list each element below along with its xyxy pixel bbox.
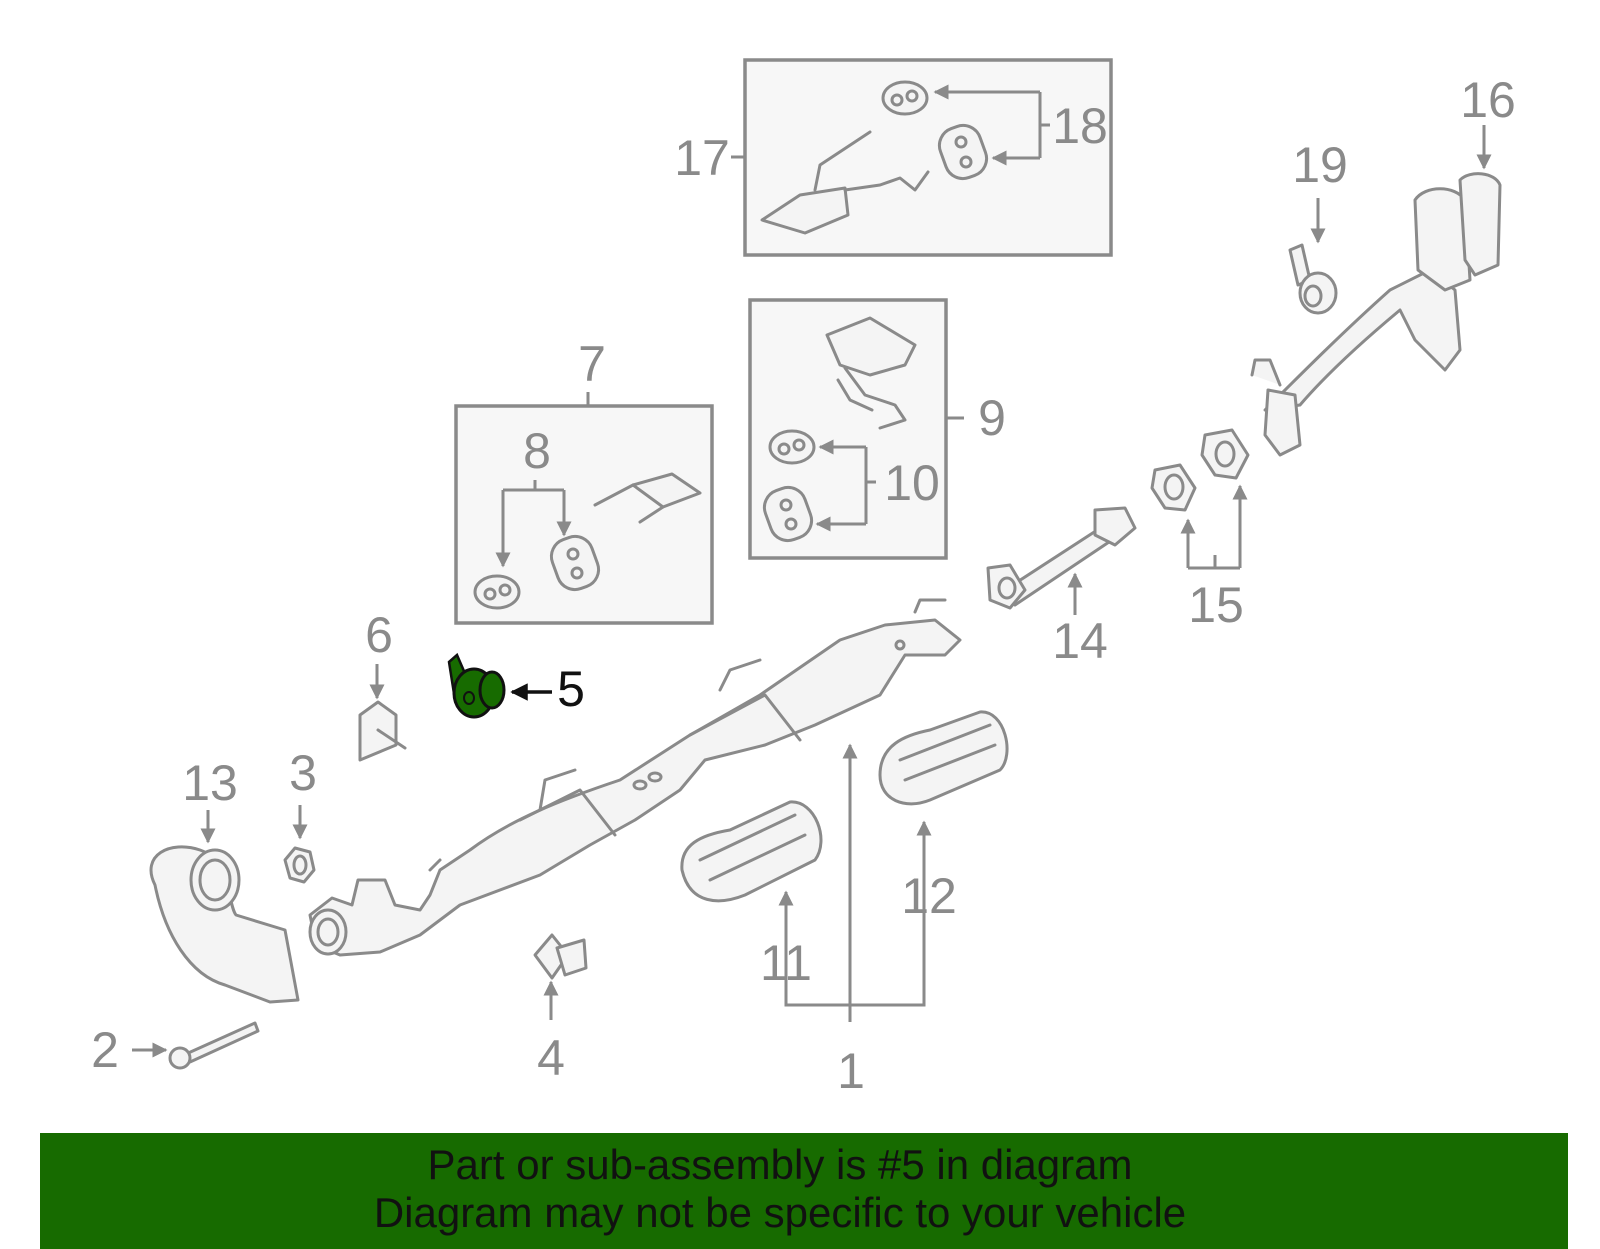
group-box-7 xyxy=(454,392,714,625)
part-16-tailpipe xyxy=(1250,172,1502,457)
callout-12: 12 xyxy=(901,868,957,924)
callout-18: 18 xyxy=(1052,98,1108,154)
callout-19: 19 xyxy=(1292,137,1348,193)
leader-lines xyxy=(132,125,1492,1058)
part-1-converter-assembly xyxy=(308,598,962,957)
callout-6: 6 xyxy=(365,607,393,663)
callout-4: 4 xyxy=(537,1030,565,1086)
banner-disclaimer-line: Diagram may not be specific to your vehi… xyxy=(373,1189,1187,1236)
callout-11: 11 xyxy=(760,935,812,991)
group-box-17 xyxy=(731,58,1113,257)
part-12-heat-shield xyxy=(878,710,1009,806)
part-15-gaskets xyxy=(1150,428,1250,512)
callout-3: 3 xyxy=(289,745,317,801)
part-6-bracket xyxy=(358,700,407,762)
callout-14: 14 xyxy=(1052,613,1108,669)
callout-9: 9 xyxy=(978,390,1006,446)
info-banner: Part or sub-assembly is #5 in diagram Di… xyxy=(40,1133,1568,1249)
callout-8: 8 xyxy=(523,423,551,479)
part-11-heat-shield xyxy=(680,800,823,903)
callout-2: 2 xyxy=(91,1022,119,1078)
part-2-bolt xyxy=(168,1021,260,1070)
part-14-pipe xyxy=(986,506,1137,610)
part-19-insulator xyxy=(1288,243,1338,315)
part-3-nut xyxy=(283,846,316,884)
callout-16: 16 xyxy=(1460,72,1516,128)
callout-13: 13 xyxy=(182,755,238,811)
callout-1: 1 xyxy=(837,1043,865,1099)
callout-15: 15 xyxy=(1188,577,1244,633)
part-5-insulator xyxy=(447,652,506,719)
part-4-seal xyxy=(533,933,588,980)
callout-numbers: 1 2 3 4 5 6 7 8 9 10 11 12 13 14 15 16 1… xyxy=(91,72,1516,1099)
callout-10: 10 xyxy=(884,455,940,511)
callout-17: 17 xyxy=(674,130,730,186)
callout-7: 7 xyxy=(578,336,606,392)
group-box-9 xyxy=(748,298,964,560)
callout-5: 5 xyxy=(557,661,585,717)
banner-part-line: Part or sub-assembly is #5 in diagram xyxy=(427,1141,1133,1188)
part-13-downpipe xyxy=(149,845,300,1004)
